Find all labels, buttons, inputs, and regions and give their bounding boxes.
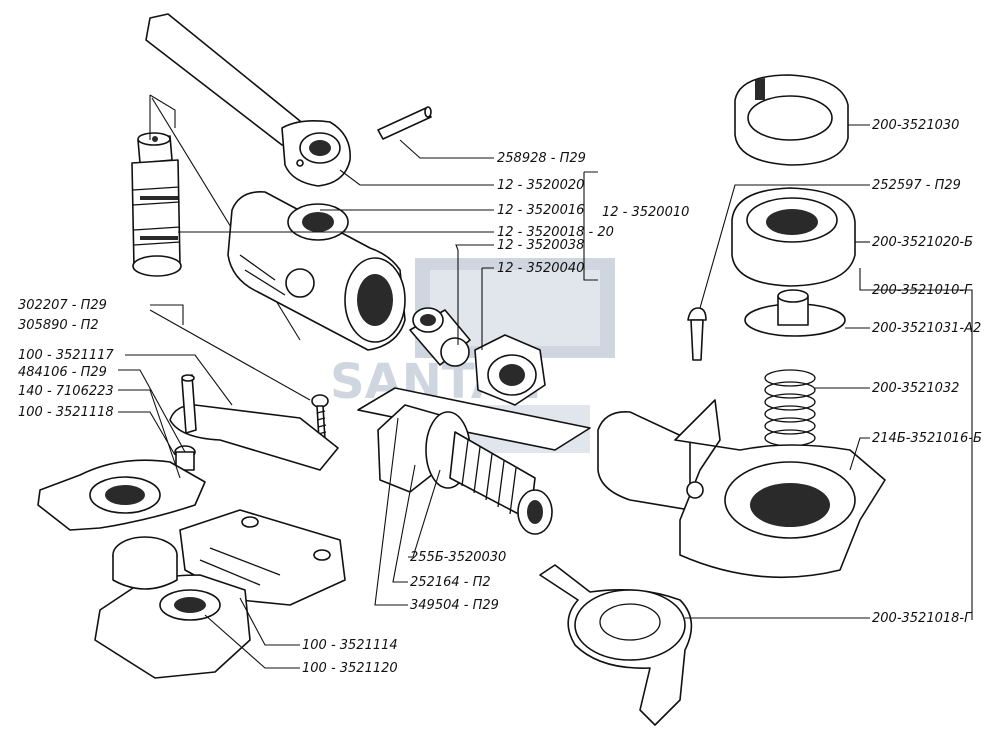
callout-3520018: 12 - 3520018 - 20 (497, 225, 614, 240)
valve-housing (597, 399, 886, 579)
screw (311, 394, 329, 441)
callout-3521118: 100 - 3521118 (18, 405, 114, 420)
hex-nut (474, 334, 546, 406)
callout-252597: 252597 - П29 (872, 178, 961, 193)
callout-349504: 349504 - П29 (410, 598, 499, 613)
handle-lever (145, 13, 351, 187)
callout-3520016: 12 - 3520016 (497, 203, 585, 218)
split-ring (734, 74, 849, 166)
callout-252164: 252164 - П2 (410, 575, 491, 590)
callout-3520010: 12 - 3520010 (602, 205, 690, 220)
sleeve (409, 307, 471, 367)
callout-302207: 302207 - П29 (18, 298, 107, 313)
diaphragm (539, 564, 693, 726)
flange-cup (731, 187, 856, 287)
callout-3521016: 214Б-3521016-Б (872, 431, 982, 446)
callout-3521018: 200-3521018-Г (872, 611, 972, 626)
clamp (37, 459, 206, 531)
callout-3521117: 100 - 3521117 (18, 348, 114, 363)
coil-spring (764, 369, 816, 447)
leader-lines (118, 124, 973, 669)
callout-3521020: 200-3521020-Б (872, 235, 974, 250)
callout-3520040: 12 - 3520040 (497, 261, 585, 276)
union-bolt (377, 404, 553, 535)
callout-3521030: 200-3521030 (872, 118, 960, 133)
callout-3520020: 12 - 3520020 (497, 178, 585, 193)
gasket (357, 387, 591, 451)
bracket-line (149, 94, 176, 140)
bracket (94, 536, 251, 679)
callout-305890: 305890 - П2 (18, 318, 99, 333)
valve-stem (131, 132, 182, 277)
valve-body (227, 191, 406, 351)
disc-valve (744, 289, 846, 337)
rivet-pin (687, 307, 707, 361)
callout-3521032: 200-3521032 (872, 381, 960, 396)
callout-3521010: 200-3521010-Г (872, 283, 972, 298)
callout-258928: 258928 - П29 (497, 151, 586, 166)
callout-3520030: 255Б-3520030 (410, 550, 507, 565)
callout-7106223: 140 - 7106223 (18, 384, 114, 399)
callout-3521114: 100 - 3521114 (302, 638, 398, 653)
callout-3521031: 200-3521031-А2 (872, 321, 982, 336)
callout-3521120: 100 - 3521120 (302, 661, 398, 676)
link-arm (169, 374, 339, 471)
pin (377, 106, 432, 140)
callout-3520038: 12 - 3520038 (497, 238, 585, 253)
callout-484106: 484106 - П29 (18, 365, 107, 380)
